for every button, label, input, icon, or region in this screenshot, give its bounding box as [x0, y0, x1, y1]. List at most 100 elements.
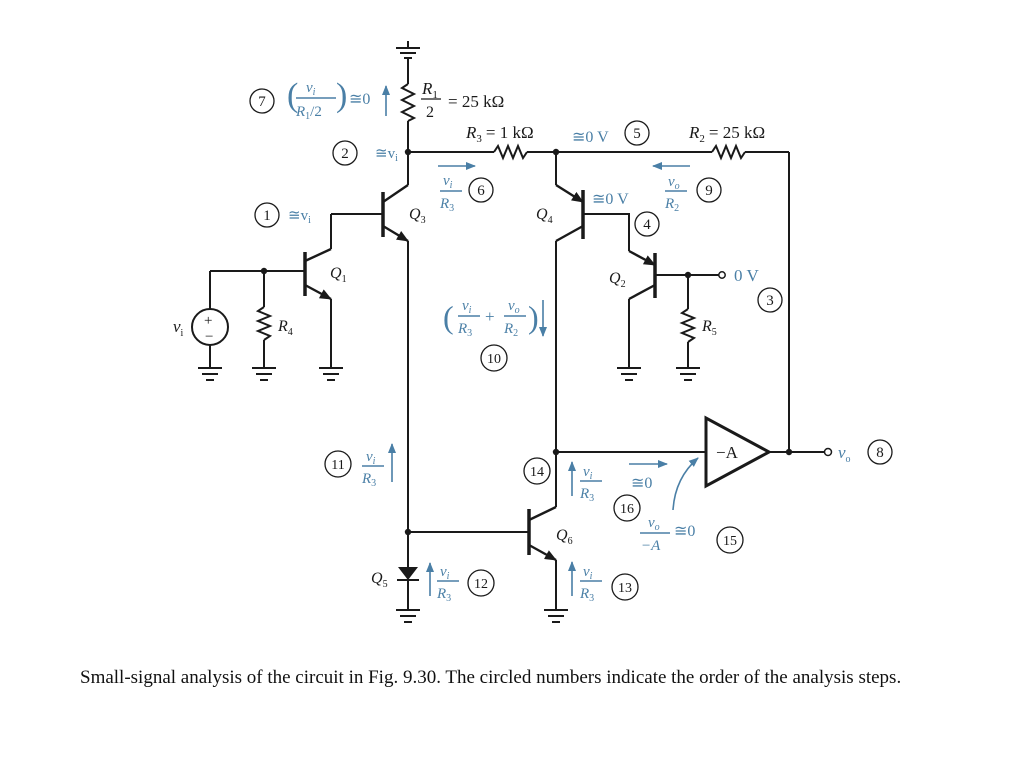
source-plus-sign: + — [204, 313, 212, 329]
ground-q1 — [319, 367, 343, 381]
step15-curved-arrow — [672, 457, 699, 511]
step-14-badge: 14 — [523, 457, 551, 485]
transistor-q6 — [527, 452, 557, 610]
step14-numerator: vi — [583, 464, 593, 482]
transistor-q3 — [331, 152, 409, 243]
resistor-r5 — [679, 308, 697, 343]
svg-text:13: 13 — [618, 581, 632, 596]
step-13-badge: 13 — [611, 573, 639, 601]
source-minus-sign: − — [205, 329, 213, 345]
step-16-badge: 16 — [613, 494, 641, 522]
step10-b-denominator: R2 — [503, 321, 518, 339]
step15-numerator: vo — [648, 515, 660, 533]
ground-r5 — [676, 367, 700, 381]
step14-denominator: R3 — [579, 486, 594, 504]
r3-label: R3= 1 kΩ — [465, 123, 534, 145]
step10-b-numerator: vo — [508, 298, 520, 316]
terminal-q2-base — [718, 271, 726, 279]
resistor-r1-half — [399, 83, 417, 122]
step6-numerator: vi — [443, 173, 453, 191]
figure-caption: Small-signal analysis of the circuit in … — [80, 667, 902, 688]
r2-label: R2= 25 kΩ — [688, 123, 765, 145]
r1-denominator: 2 — [426, 104, 434, 121]
step-6-badge: 6 — [468, 177, 494, 203]
step10-paren-left: ( — [443, 299, 454, 335]
step7-paren-left: ( — [287, 77, 298, 114]
step1-value: ≅vi — [288, 208, 311, 226]
resistor-r4 — [255, 306, 273, 341]
r4-label: R4 — [277, 318, 293, 338]
step6-denominator: R3 — [439, 196, 454, 214]
svg-text:3: 3 — [766, 293, 774, 309]
svg-text:12: 12 — [474, 577, 488, 592]
q6-label: Q6 — [556, 527, 573, 547]
vi-source-label: vi — [173, 317, 184, 339]
step11-denominator: R3 — [361, 471, 376, 489]
top-ground-symbol — [396, 41, 420, 59]
step-15-badge: 15 — [716, 526, 744, 554]
svg-text:15: 15 — [723, 534, 737, 549]
diode-q5 — [397, 567, 419, 610]
terminal-vo — [823, 447, 833, 457]
step10-a-denominator: R3 — [457, 321, 472, 339]
step9-denominator: R2 — [664, 196, 679, 214]
resistor-r3 — [493, 143, 528, 161]
r1-label: R1 — [421, 79, 438, 101]
svg-text:4: 4 — [643, 217, 651, 233]
transistor-q2 — [628, 249, 657, 368]
step-4-badge: 4 — [634, 211, 660, 237]
q4-label: Q4 — [536, 206, 553, 226]
step-8-badge: 8 — [867, 439, 893, 465]
svg-text:5: 5 — [633, 126, 641, 142]
q5-label: Q5 — [371, 570, 388, 590]
step13-numerator: vi — [583, 564, 593, 582]
step15-denominator: −A — [641, 538, 661, 554]
ground-q6 — [544, 609, 568, 623]
step5-value: ≅0 V — [572, 129, 609, 146]
step-9-badge: 9 — [696, 177, 722, 203]
step7-paren-right: ) — [336, 77, 347, 114]
step7-approx: ≅0 — [349, 91, 370, 108]
svg-text:9: 9 — [705, 183, 713, 199]
amplifier-minus-a — [704, 415, 773, 489]
q3-label: Q3 — [409, 206, 426, 226]
step2-value: ≅vi — [375, 146, 398, 164]
step12-numerator: vi — [440, 564, 450, 582]
q1-label: Q1 — [330, 265, 347, 285]
step15-approx: ≅0 — [674, 523, 695, 540]
ground-q2 — [617, 367, 641, 381]
step12-denominator: R3 — [436, 586, 451, 604]
ground-vi — [198, 367, 222, 381]
step10-paren-right: ) — [528, 299, 539, 335]
q2-label: Q2 — [609, 270, 626, 290]
svg-text:1: 1 — [263, 208, 271, 224]
step7-numerator: vi — [306, 80, 316, 98]
step-10-badge: 10 — [480, 344, 508, 372]
resistor-r2 — [711, 143, 746, 161]
transistor-q4 — [555, 152, 630, 251]
svg-text:7: 7 — [258, 94, 266, 110]
svg-text:14: 14 — [530, 465, 544, 480]
svg-text:6: 6 — [477, 183, 485, 199]
step-3-badge: 3 — [757, 287, 783, 313]
step11-numerator: vi — [366, 449, 376, 467]
ground-q5 — [396, 609, 420, 623]
svg-text:10: 10 — [487, 352, 501, 367]
step-2-badge: 2 — [332, 140, 358, 166]
svg-text:8: 8 — [876, 445, 884, 461]
q2-base-zero-volt: 0 V — [734, 266, 759, 285]
step10-a-numerator: vi — [462, 298, 472, 316]
svg-text:11: 11 — [331, 458, 344, 473]
step-12-badge: 12 — [467, 569, 495, 597]
step-7-badge: 7 — [249, 88, 275, 114]
circuit-diagram: R1 2 = 25 kΩ R3= 1 kΩ R2= 25 kΩ Q3 Q1 Q4… — [173, 41, 893, 623]
step-11-badge: 11 — [324, 450, 352, 478]
amplifier-gain-label: −A — [716, 443, 739, 462]
step13-denominator: R3 — [579, 586, 594, 604]
step7-denominator: R1/2 — [295, 104, 322, 122]
step9-numerator: vo — [668, 174, 680, 192]
svg-text:2: 2 — [341, 146, 349, 162]
output-vo-label: vo — [838, 443, 851, 465]
r1-value: = 25 kΩ — [448, 92, 504, 111]
step16-value: ≅0 — [631, 475, 652, 492]
